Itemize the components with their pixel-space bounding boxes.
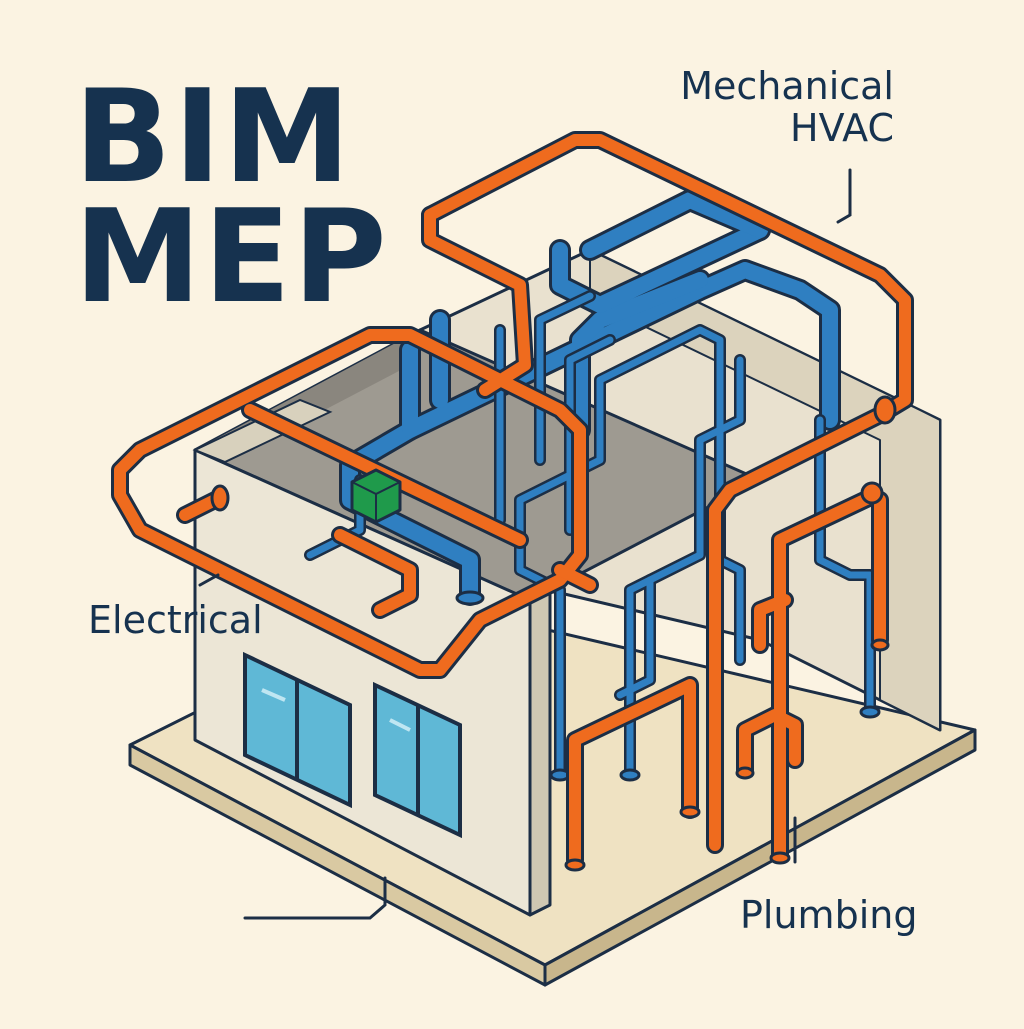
label-electrical: Electrical [88, 598, 263, 642]
label-plumbing: Plumbing [740, 893, 918, 937]
title-mep: MEP [74, 183, 389, 332]
label-mechanical-hvac: Mechanical HVAC [634, 64, 894, 150]
title-bim: BIM [74, 63, 353, 212]
label-mechanical: Mechanical [680, 64, 894, 108]
window-right [373, 681, 462, 839]
label-hvac: HVAC [790, 105, 894, 150]
junction-box [350, 468, 402, 524]
label-leader-lines [198, 168, 852, 920]
window-left [243, 651, 352, 809]
